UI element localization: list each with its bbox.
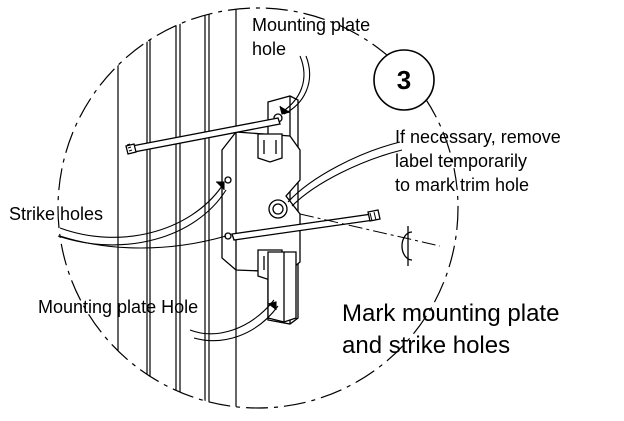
mounting-plate-hole-label-line1: Mounting plate: [252, 15, 370, 35]
strike-hole-upper: [224, 176, 232, 184]
remove-label-note-line3: to mark trim hole: [395, 175, 529, 195]
centerline-axis: [299, 213, 441, 247]
remove-label-note-line2: label temporarily: [395, 151, 527, 171]
step-number: 3: [397, 65, 411, 95]
upper-mounting-screw: [125, 117, 281, 155]
instruction-line2: and strike holes: [342, 332, 510, 359]
step-circle: [373, 49, 435, 111]
centerline-icon: [401, 226, 413, 266]
callout-arrows: [57, 55, 403, 342]
instruction-line1: Mark mounting plate: [342, 300, 559, 327]
mounting-plate-hole-label-line2: hole: [252, 39, 286, 59]
lower-mounting-screw: [231, 209, 381, 241]
remove-label-note-line1: If necessary, remove: [395, 127, 561, 147]
detail-view-circle: [57, 7, 459, 409]
mounting-plate-hole-bottom-label: Mounting plate Hole: [38, 297, 198, 317]
lower-latch-block: [267, 251, 297, 323]
strike-holes-label: Strike holes: [9, 204, 103, 224]
door-frame: [117, 8, 237, 408]
